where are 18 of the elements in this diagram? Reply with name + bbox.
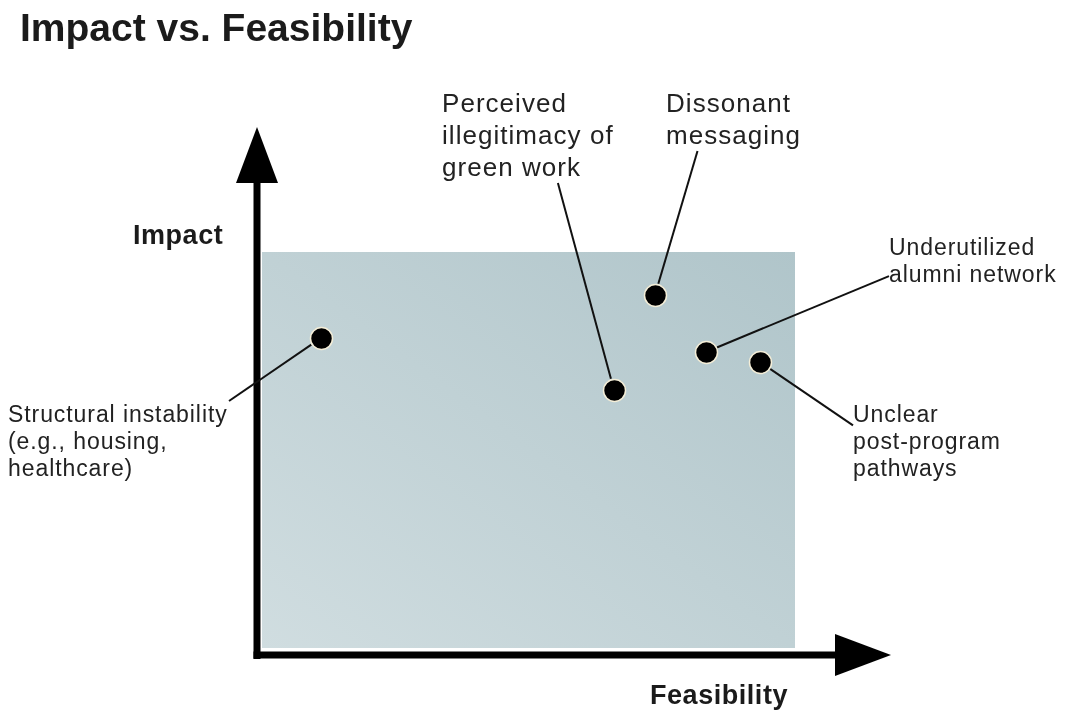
annotation-label: Dissonant messaging [666,87,803,151]
annotation-label: Underutilized alumni network [889,234,1058,288]
annotation-label: Perceived illegitimacy of green work [442,87,615,183]
dot-marker-icon [601,377,627,403]
leader-line [715,275,890,349]
leader-line [556,182,612,380]
leader-line [768,367,854,427]
dot-marker-icon [693,339,719,365]
leader-line [657,150,699,285]
chart-title: Impact vs. Feasibility [20,5,413,51]
annotation-label: Unclear post-program pathways [853,401,1002,482]
dot-marker-icon [642,282,668,308]
dot-marker-icon [747,349,773,375]
axis-label: Impact [133,219,224,252]
leader-line [228,343,313,402]
axis-label: Feasibility [650,679,788,712]
dot-marker-icon [308,325,334,351]
annotation-label: Structural instability (e.g., housing, healthcare) [8,401,229,482]
